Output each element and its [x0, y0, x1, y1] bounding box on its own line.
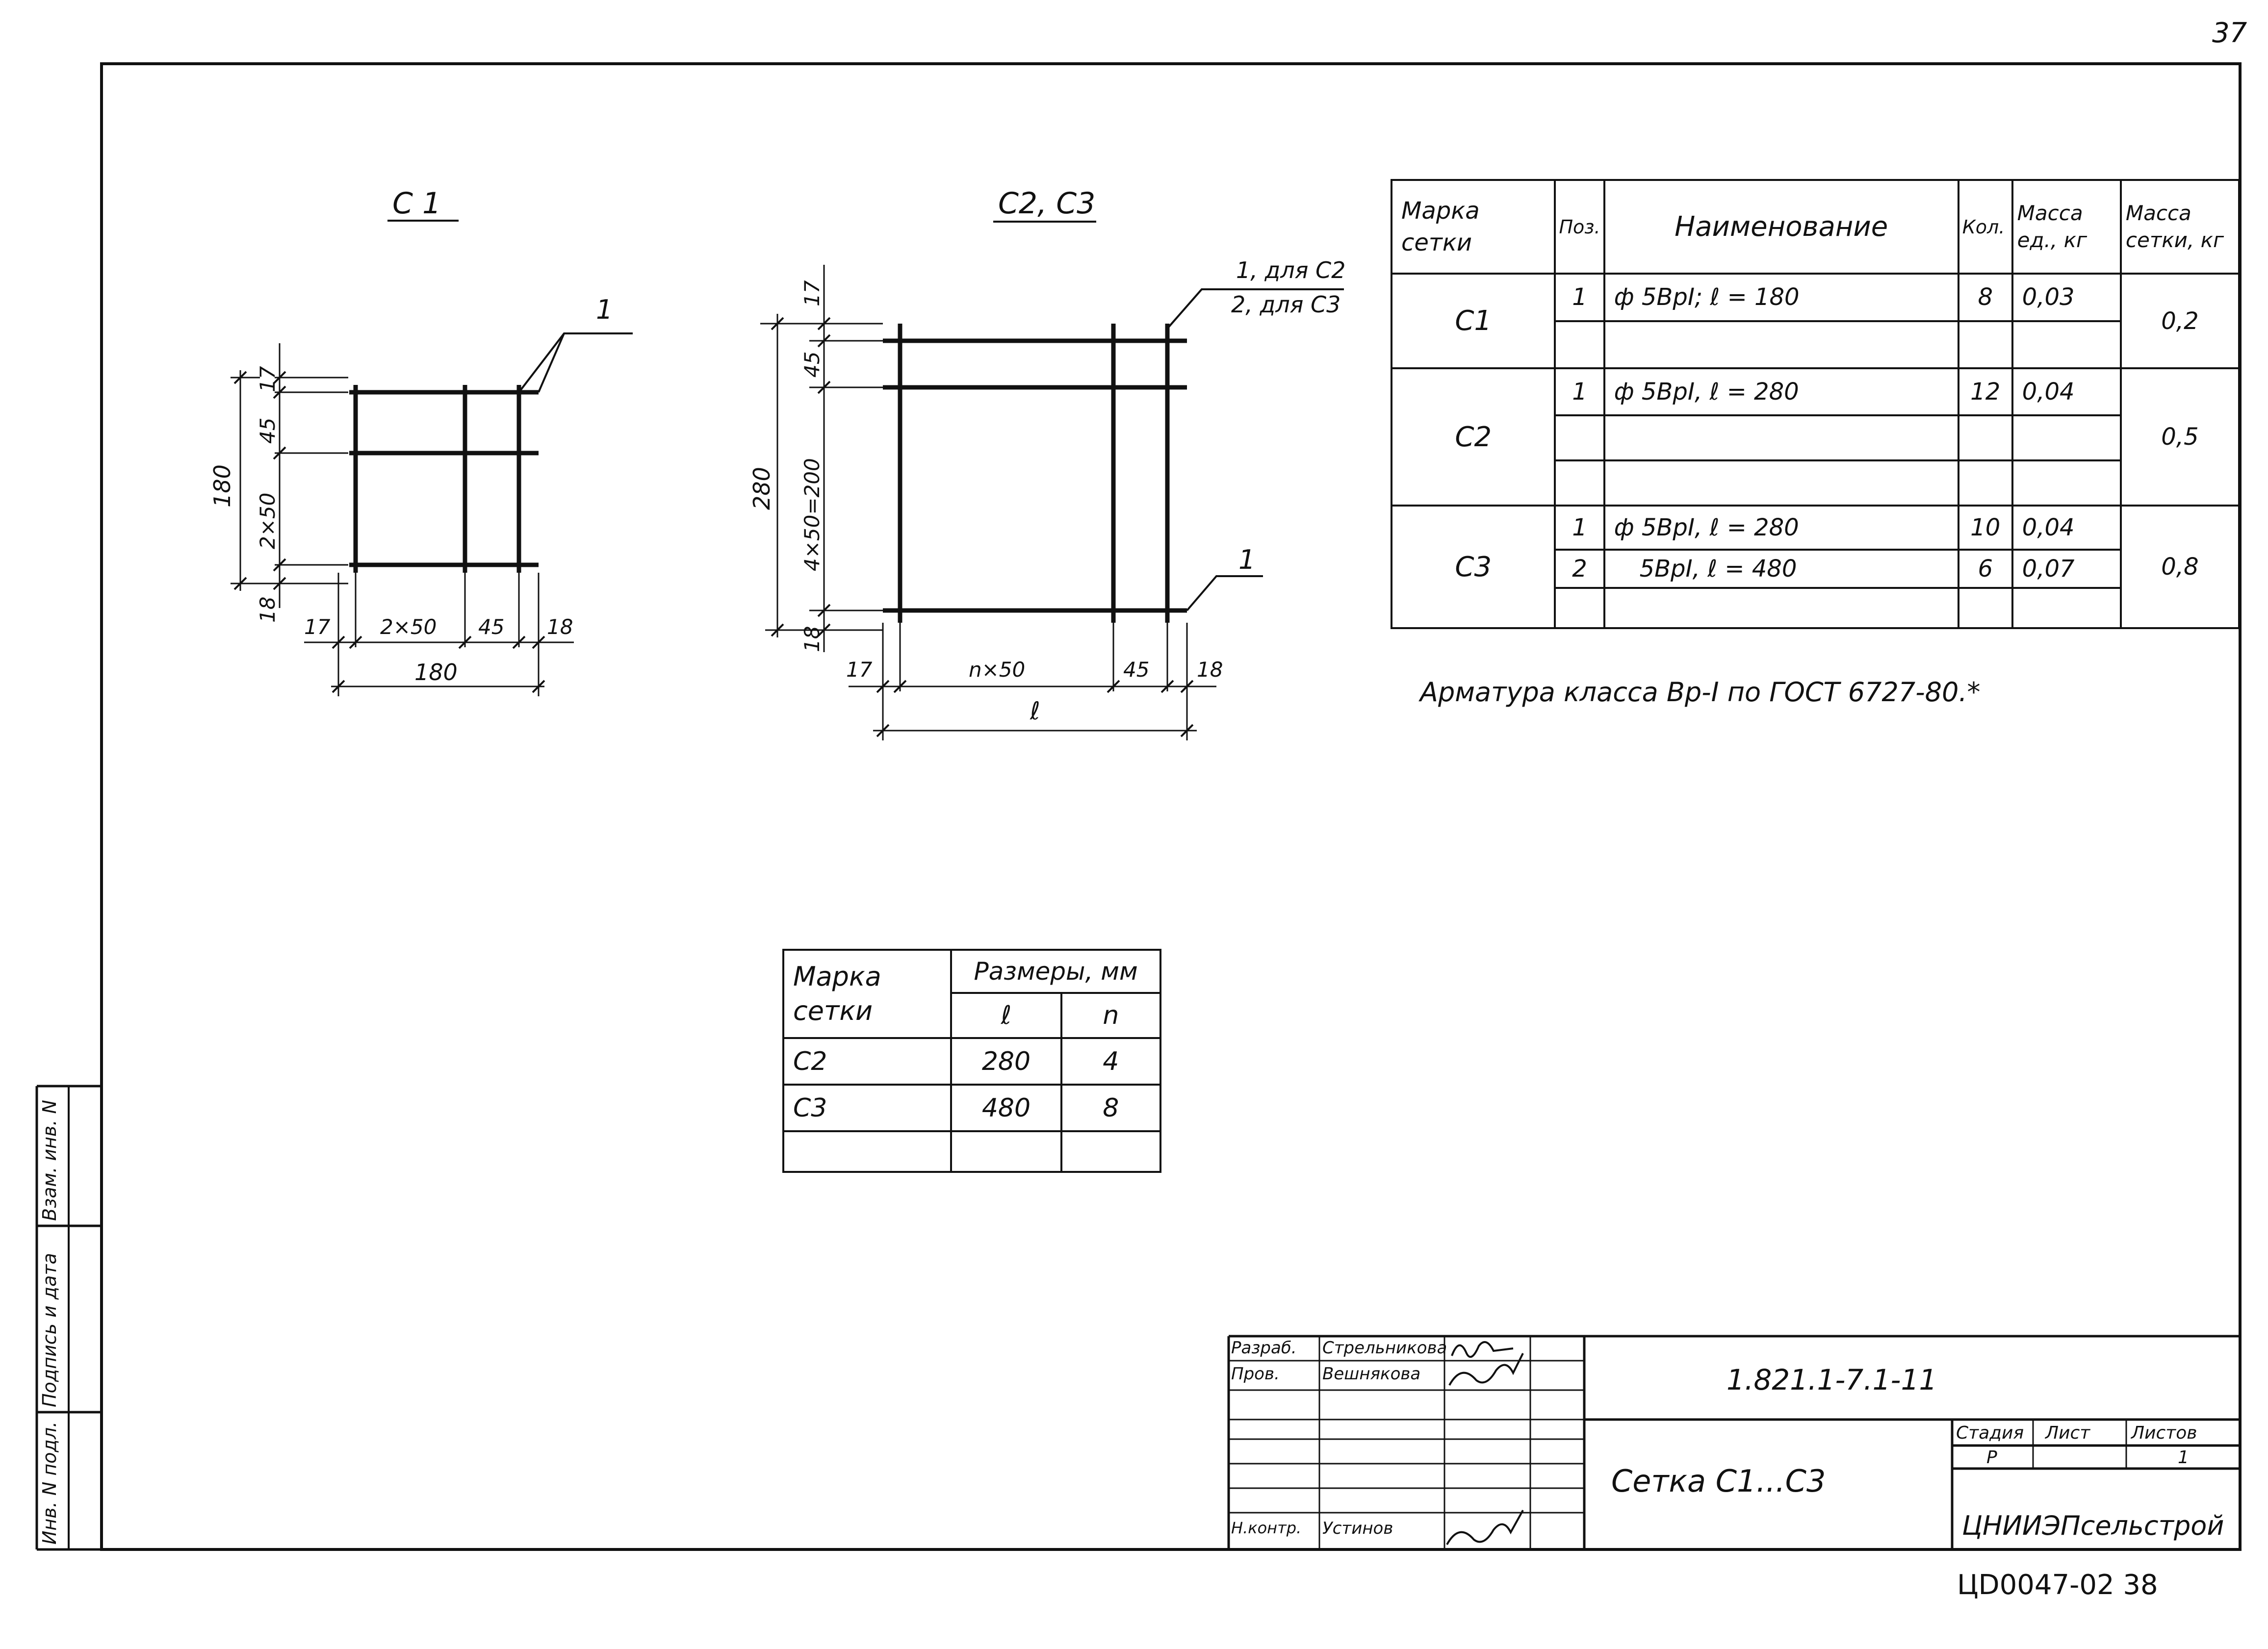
- tb-name-developer: Стрельникова: [1322, 1338, 1447, 1358]
- spec-header-qty: Кол.: [1957, 178, 2013, 275]
- size-row-c2-n: 4: [1060, 1037, 1162, 1086]
- stamp-sign-date: Подпись и дата: [39, 1253, 60, 1407]
- tb-stage: Р: [1986, 1447, 1997, 1468]
- spec-c3b-qty: 6: [1957, 549, 2013, 589]
- tb-role-checker: Пров.: [1231, 1364, 1280, 1384]
- c23-dim-b17: 17: [846, 658, 873, 682]
- c23-leader-top-1: 1, для С2: [1236, 257, 1346, 283]
- spec-c2-mark: С2: [1390, 367, 1556, 507]
- tb-doc-number: 1.821.1-7.1-11: [1727, 1363, 1937, 1396]
- spec-header-mass-net: Масса сетки, кг: [2119, 178, 2241, 275]
- size-row-c3-mark: С3: [782, 1084, 953, 1132]
- c1-dim-b18: 18: [547, 615, 573, 639]
- stamp-inv-orig: Инв. N подл.: [39, 1421, 60, 1545]
- size-header-n: n: [1060, 992, 1162, 1039]
- c1-dim-b2x50: 2×50: [380, 615, 437, 639]
- spec-header-pos: Поз.: [1554, 178, 1605, 275]
- spec-c3-mark: С3: [1390, 505, 1556, 629]
- spec-c3-pos: 1: [1554, 505, 1605, 551]
- reinforcement-note: Арматура класса Вр-I по ГОСТ 6727-80.*: [1420, 677, 1981, 708]
- spec-c3-qty: 10: [1957, 505, 2013, 551]
- tb-sheets-label: Листов: [2131, 1423, 2197, 1443]
- tb-stage-label: Стадия: [1956, 1423, 2024, 1443]
- tb-sheet-label: Лист: [2045, 1423, 2090, 1443]
- spec-c1-mass-net: 0,2: [2119, 273, 2241, 369]
- c1-leader-label: 1: [596, 294, 613, 325]
- size-header-mark: Марка сетки: [782, 949, 953, 1039]
- page-number: 37: [2212, 17, 2247, 49]
- specification-table: Марка сетки Поз. Наименование Кол. Масса…: [1390, 178, 2241, 629]
- size-row-c2-l: 280: [950, 1037, 1062, 1086]
- c23-dim-b18: 18: [1197, 658, 1223, 682]
- spec-c2-pos: 1: [1554, 367, 1605, 417]
- spec-c3-mass-unit: 0,04: [2011, 505, 2122, 551]
- size-row-c2-mark: С2: [782, 1037, 953, 1086]
- c23-dim-b45: 45: [1123, 658, 1150, 682]
- size-header-sizes: Размеры, мм: [950, 949, 1161, 994]
- spec-c3-name: ф 5ВрI, ℓ = 280: [1603, 505, 1959, 551]
- tb-name-norm-control: Устинов: [1322, 1519, 1393, 1538]
- c23-leader-bottom: 1: [1238, 544, 1256, 575]
- spec-c3-mass-net: 0,8: [2119, 505, 2241, 629]
- spec-c2-qty: 12: [1957, 367, 2013, 417]
- size-row-c3-n: 8: [1060, 1084, 1162, 1132]
- spec-c1-mark: С1: [1390, 273, 1556, 369]
- size-header-l: ℓ: [950, 992, 1062, 1039]
- tb-doc-title: Сетка С1...С3: [1611, 1463, 1826, 1499]
- signature-checker: [1448, 1353, 1524, 1386]
- sheet-frame: [100, 62, 2242, 1551]
- spec-c3b-mass-unit: 0,07: [2011, 549, 2122, 589]
- c1-title: С 1: [392, 186, 441, 221]
- spec-c2-mass-net: 0,5: [2119, 367, 2241, 507]
- spec-c1-mass-unit: 0,03: [2011, 273, 2122, 322]
- spec-header-mark: Марка сетки: [1390, 178, 1556, 275]
- spec-header-mass-unit: Масса ед., кг: [2011, 178, 2122, 275]
- c23-leader-top-2: 2, для С3: [1231, 291, 1341, 318]
- spec-c2-mass-unit: 0,04: [2011, 367, 2122, 417]
- c1-dim-b180: 180: [414, 659, 458, 685]
- c1-dim-b45: 45: [478, 615, 505, 639]
- spec-c3b-pos: 2: [1554, 549, 1605, 589]
- size-table: Марка сетки Размеры, мм ℓ n С2 280 4 С3 …: [782, 949, 1162, 1173]
- c23-dim-bl: ℓ: [1030, 697, 1040, 725]
- tb-role-developer: Разраб.: [1231, 1338, 1297, 1358]
- spec-c1-pos: 1: [1554, 273, 1605, 322]
- signature-developer: [1451, 1341, 1514, 1358]
- c23-dim-bnx50: n×50: [969, 658, 1026, 682]
- tb-role-norm-control: Н.контр.: [1231, 1519, 1302, 1537]
- size-row-c3-l: 480: [950, 1084, 1062, 1132]
- c1-dim-b17: 17: [304, 615, 331, 639]
- spec-header-name: Наименование: [1603, 178, 1959, 275]
- tb-name-checker: Вешнякова: [1322, 1364, 1421, 1384]
- spec-c1-name: ф 5ВрI; ℓ = 180: [1603, 273, 1959, 322]
- stamp-replace-inv: Взам. инв. N: [39, 1100, 60, 1221]
- signature-norm-control: [1446, 1510, 1524, 1545]
- footer-code: ЦD0047-02 38: [1957, 1569, 2158, 1601]
- tb-organization: ЦНИИЭПсельстрой: [1962, 1510, 2224, 1541]
- c23-title: С2, С3: [998, 186, 1096, 221]
- spec-c3b-name: 5ВрI, ℓ = 480: [1603, 549, 1959, 589]
- spec-c2-name: ф 5ВрI, ℓ = 280: [1603, 367, 1959, 417]
- tb-sheets: 1: [2178, 1447, 2189, 1468]
- spec-c1-qty: 8: [1957, 273, 2013, 322]
